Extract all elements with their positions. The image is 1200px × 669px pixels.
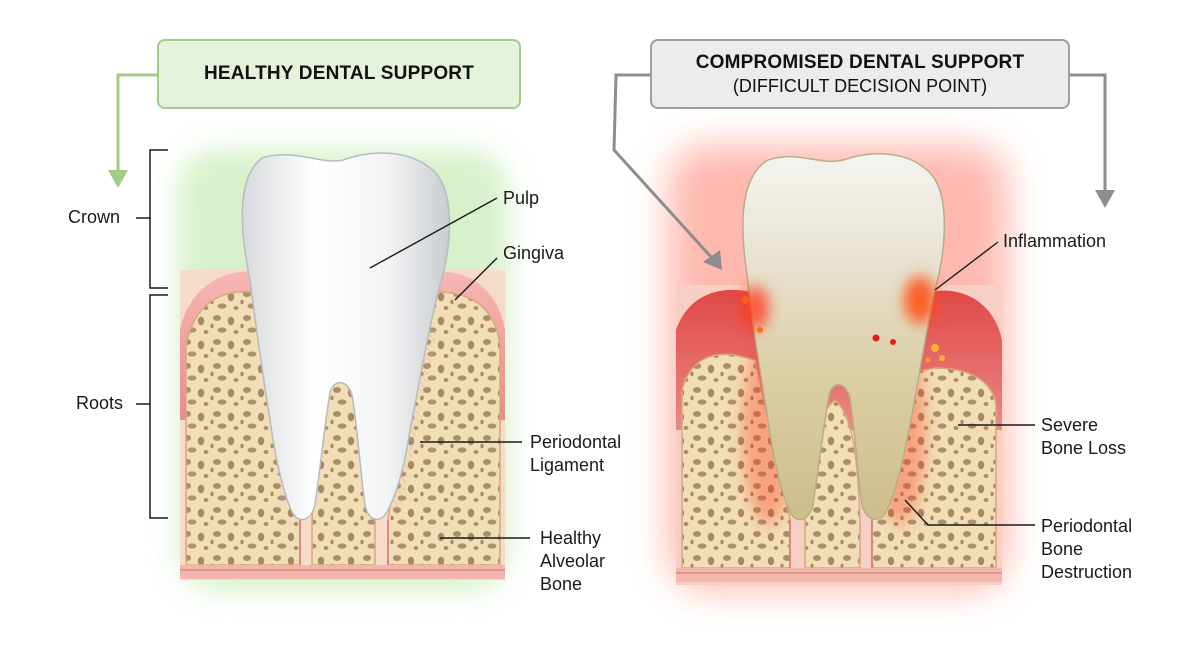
compromised-title: COMPROMISED DENTAL SUPPORT <box>695 51 1025 73</box>
periodontal-ligament-label-line2: Ligament <box>530 455 605 475</box>
periodontal-bone-destruction-label: Periodontal Bone Destruction <box>1041 515 1132 584</box>
compromised-arrow-left <box>612 73 722 270</box>
healthy-alveolar-bone-label: Healthy Alveolar Bone <box>540 527 605 596</box>
healthy-arrow <box>108 73 157 188</box>
healthy-leader-lines <box>369 197 530 539</box>
healthy-title-box: HEALTHY DENTAL SUPPORT <box>157 39 521 109</box>
bone-loss-label-line1: Severe <box>1041 415 1099 435</box>
compromised-arrow-right <box>1070 73 1115 208</box>
periodontal-ligament-label: Periodontal Ligament <box>530 431 621 477</box>
bone-loss-label-line2: Bone Loss <box>1041 438 1127 458</box>
compromised-title-box: COMPROMISED DENTAL SUPPORT (DIFFICULT DE… <box>650 39 1070 109</box>
destruction-label-line2: Bone <box>1041 539 1084 559</box>
periodontal-ligament-label-line1: Periodontal <box>530 432 622 452</box>
roots-bracket <box>136 294 168 519</box>
pulp-label: Pulp <box>503 188 540 208</box>
destruction-label-line1: Periodontal <box>1041 516 1133 536</box>
compromised-leader-lines <box>904 241 1035 526</box>
crown-bracket <box>136 149 168 289</box>
inflammation-label: Inflammation <box>1003 231 1107 251</box>
destruction-label-line3: Destruction <box>1041 562 1133 582</box>
severe-bone-loss-label: Severe Bone Loss <box>1041 414 1126 460</box>
compromised-tooth-illustration <box>668 145 1008 590</box>
healthy-bone-label-line1: Healthy <box>540 528 602 548</box>
healthy-title: HEALTHY DENTAL SUPPORT <box>203 63 475 84</box>
healthy-bone-label-line2: Alveolar <box>540 551 606 571</box>
healthy-tooth-illustration <box>178 150 508 590</box>
crown-label: Crown <box>68 207 121 227</box>
compromised-subtitle: (DIFFICULT DECISION POINT) <box>732 75 988 96</box>
roots-label: Roots <box>76 393 124 413</box>
healthy-bone-label-line3: Bone <box>540 574 583 594</box>
gingiva-label: Gingiva <box>503 243 565 263</box>
